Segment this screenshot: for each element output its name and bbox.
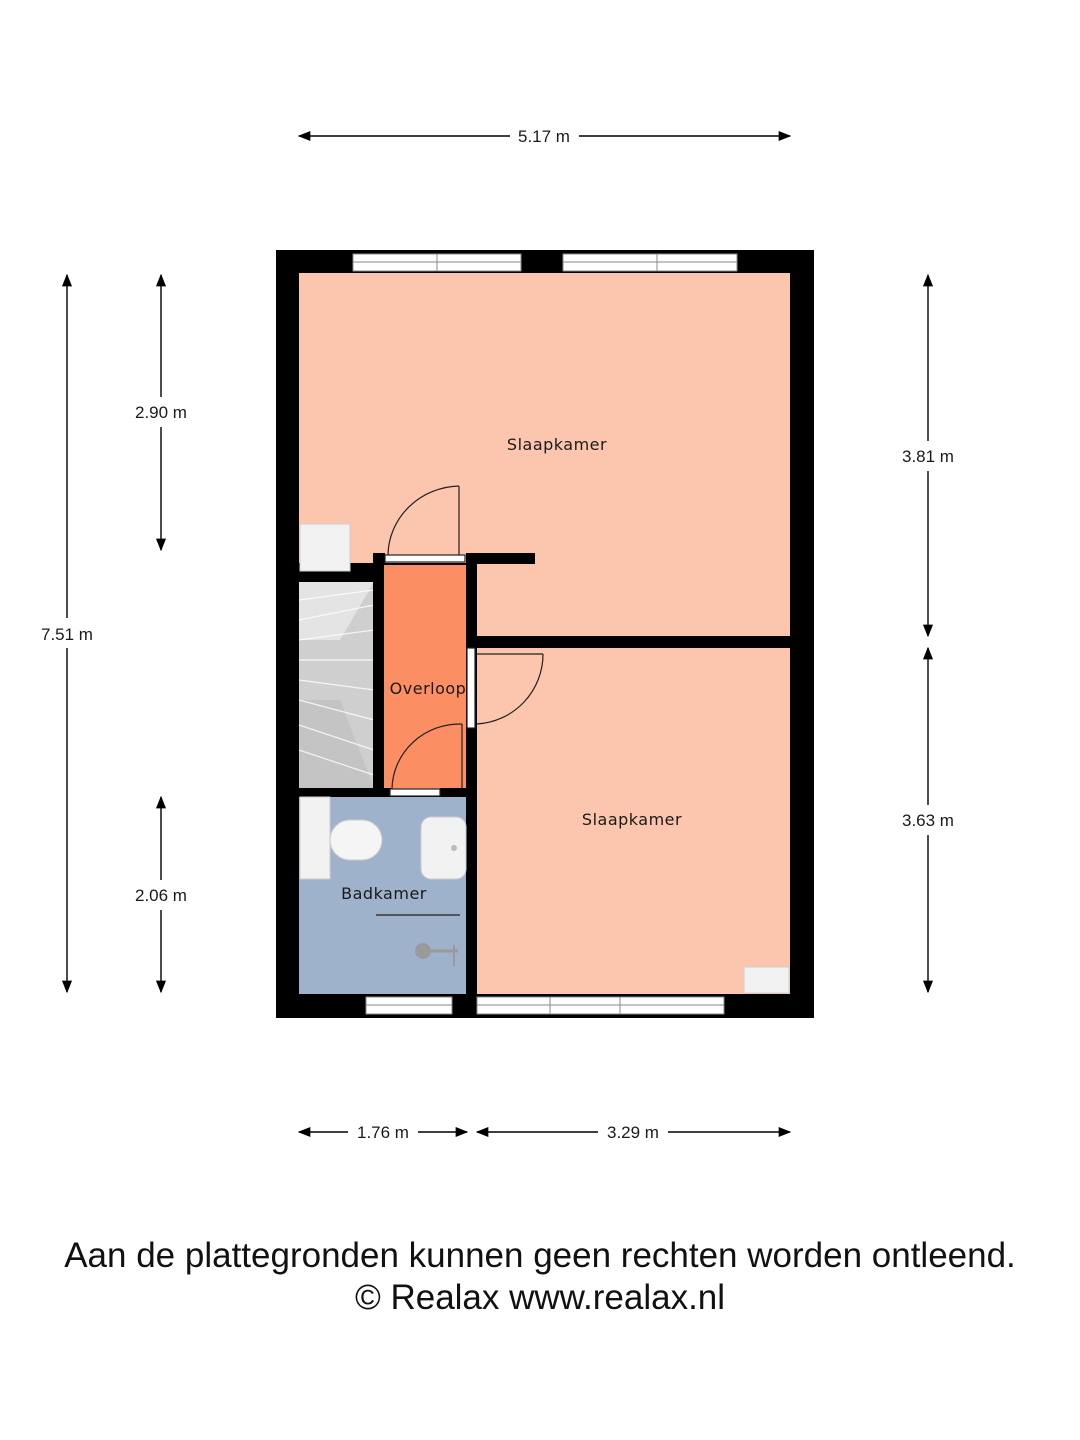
room-landing-floor [384,565,466,789]
interior-walls [299,553,790,1018]
room-bedroom-bottom-floor [477,648,790,994]
window-bathroom [365,996,453,1015]
dimension-label-bottom-left: 1.76 m [357,1123,409,1142]
dimension-label-left-lower: 2.06 m [135,886,187,905]
toilet [299,796,383,880]
room-label-bathroom: Badkamer [341,884,427,903]
room-label-bedroom-top: Slaapkamer [507,435,607,454]
copyright-text: © Realax www.realax.nl [354,1278,726,1317]
dimension-label-left-total: 7.51 m [41,625,93,644]
window-top-left [352,253,522,272]
cabinet-bedroom-bottom [743,966,790,994]
door-bathroom [389,723,463,797]
window-bedroom-bottom [476,996,725,1015]
room-bedroom-top-floor [299,273,790,636]
dimension-label-bottom-right: 3.29 m [607,1123,659,1142]
door-bedroom-top [384,485,466,563]
sink [420,816,467,880]
room-label-landing: Overloop [390,679,467,698]
window-top-right [562,253,738,272]
dimension-label-right-upper: 3.81 m [902,447,954,466]
dimension-label-left-upper: 2.90 m [135,403,187,422]
room-label-bedroom-bottom: Slaapkamer [582,810,682,829]
shower-tap [415,943,458,966]
door-bedroom-bottom [466,647,544,729]
dimension-label-right-lower: 3.63 m [902,811,954,830]
cabinet-bedroom-top [299,523,351,572]
disclaimer-text: Aan de plattegronden kunnen geen rechten… [64,1236,1016,1275]
stairs [298,582,375,788]
dimension-label-top-width: 5.17 m [518,127,570,146]
